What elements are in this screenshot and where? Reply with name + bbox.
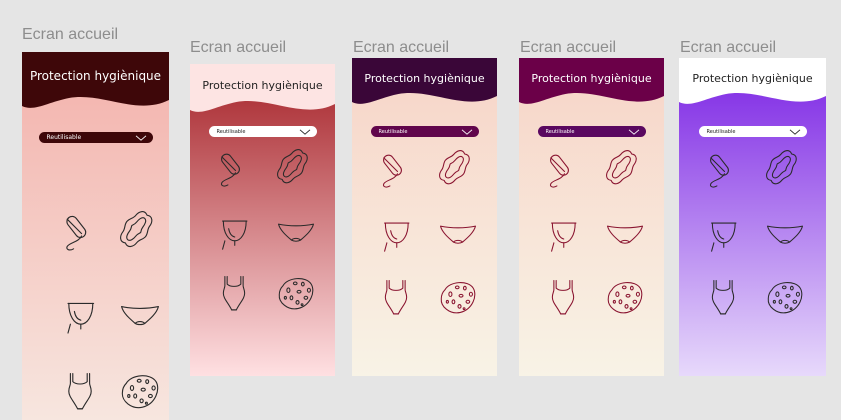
dropdown-value: Reutilisable bbox=[706, 128, 736, 135]
swimsuit-icon[interactable] bbox=[377, 279, 415, 317]
tampon-icon[interactable] bbox=[704, 151, 742, 189]
chevron-down-icon bbox=[299, 128, 311, 135]
frame-title: Ecran accueil bbox=[190, 39, 287, 56]
sponge-icon[interactable] bbox=[606, 279, 644, 317]
pad-icon[interactable] bbox=[766, 150, 804, 189]
menstrual-cup-icon[interactable] bbox=[704, 217, 742, 255]
chevron-down-icon bbox=[789, 128, 801, 135]
swimsuit-icon[interactable] bbox=[60, 372, 100, 412]
screen-background bbox=[679, 58, 826, 376]
frame-title: Ecran accueil bbox=[520, 39, 617, 56]
frame-title: Ecran accueil bbox=[22, 26, 119, 43]
tampon-icon[interactable] bbox=[377, 151, 415, 189]
swimsuit-icon[interactable] bbox=[544, 279, 582, 317]
chevron-down-icon bbox=[135, 134, 147, 141]
pad-icon[interactable] bbox=[120, 211, 160, 252]
type-dropdown[interactable]: Reutilisable bbox=[38, 132, 153, 143]
sponge-icon[interactable] bbox=[439, 279, 477, 317]
tampon-icon[interactable] bbox=[544, 151, 582, 189]
type-dropdown[interactable]: Reutilisable bbox=[698, 126, 807, 137]
sponge-icon[interactable] bbox=[120, 372, 160, 412]
screen-background bbox=[22, 52, 169, 420]
header-title: Protection hygiènique bbox=[202, 78, 323, 92]
header-title: Protection hygiènique bbox=[531, 71, 652, 85]
tampon-icon[interactable] bbox=[60, 212, 100, 252]
header-banner bbox=[519, 58, 664, 104]
screen-background bbox=[519, 58, 664, 376]
dropdown-value: Reutilisable bbox=[216, 128, 246, 135]
header-banner bbox=[190, 64, 335, 112]
header-banner bbox=[352, 58, 497, 104]
menstrual-cup-icon[interactable] bbox=[215, 215, 253, 253]
menstrual-cup-icon[interactable] bbox=[544, 217, 582, 255]
menstrual-cup-icon[interactable] bbox=[60, 297, 100, 337]
swimsuit-icon[interactable] bbox=[215, 275, 253, 313]
menstrual-cup-icon[interactable] bbox=[377, 217, 415, 255]
period-panties-icon[interactable] bbox=[277, 215, 315, 253]
type-dropdown[interactable]: Reutilisable bbox=[370, 126, 479, 137]
pad-icon[interactable] bbox=[439, 150, 477, 189]
sponge-icon[interactable] bbox=[766, 279, 804, 317]
pad-icon[interactable] bbox=[606, 150, 644, 189]
dropdown-value: Reutilisable bbox=[46, 134, 82, 141]
screen-background bbox=[352, 58, 497, 376]
frame-title: Ecran accueil bbox=[353, 39, 450, 56]
header-title: Protection hygiènique bbox=[364, 71, 485, 85]
header-banner bbox=[679, 58, 826, 104]
period-panties-icon[interactable] bbox=[439, 217, 477, 255]
swimsuit-icon[interactable] bbox=[704, 279, 742, 317]
header-title: Protection hygiènique bbox=[29, 69, 162, 84]
pad-icon[interactable] bbox=[277, 149, 315, 188]
chevron-down-icon bbox=[628, 128, 640, 135]
type-dropdown[interactable]: Reutilisable bbox=[208, 126, 317, 137]
period-panties-icon[interactable] bbox=[120, 297, 160, 337]
screen-background bbox=[190, 64, 335, 376]
sponge-icon[interactable] bbox=[277, 275, 315, 313]
dropdown-value: Reutilisable bbox=[545, 128, 575, 135]
header-banner bbox=[22, 52, 169, 108]
frame-title: Ecran accueil bbox=[680, 39, 777, 56]
chevron-down-icon bbox=[461, 128, 473, 135]
period-panties-icon[interactable] bbox=[606, 217, 644, 255]
period-panties-icon[interactable] bbox=[766, 217, 804, 255]
dropdown-value: Reutilisable bbox=[378, 128, 408, 135]
header-title: Protection hygiènique bbox=[692, 71, 813, 85]
tampon-icon[interactable] bbox=[215, 150, 253, 188]
type-dropdown[interactable]: Reutilisable bbox=[537, 126, 646, 137]
